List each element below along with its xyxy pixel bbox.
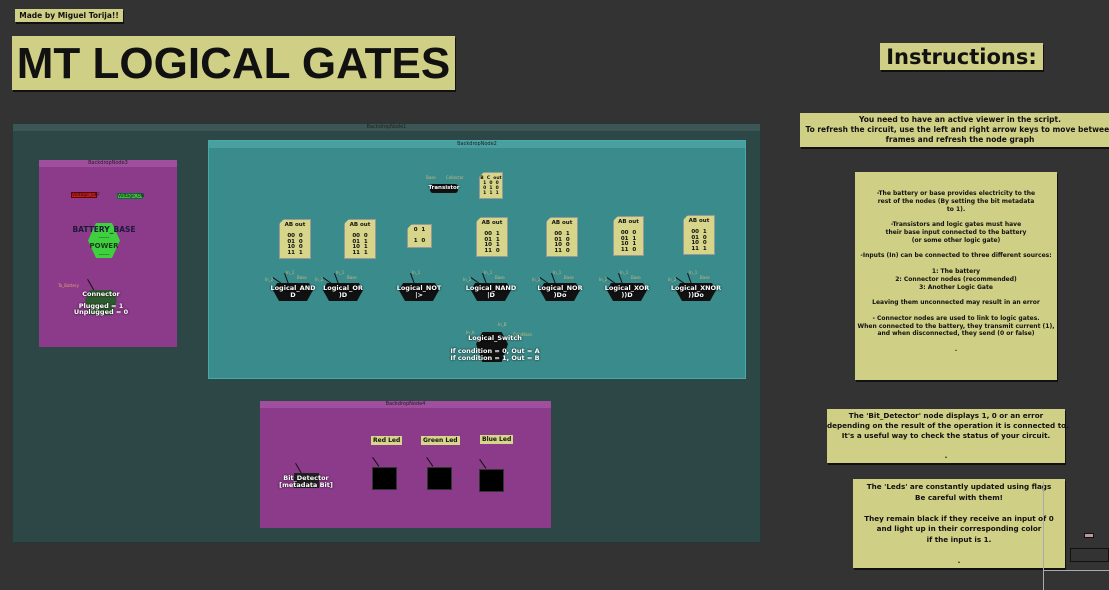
note-viewer[interactable]: You need to have an active viewer in the…: [800, 113, 1109, 147]
and-truth-table[interactable]: AB out 00 0 01 0 10 0 11 1: [279, 219, 311, 259]
bit-detector-sublabel: [metadata Bit]: [279, 481, 333, 489]
note-bit-detector[interactable]: The 'Bit_Detector' node displays 1, 0 or…: [827, 409, 1069, 463]
battery-dashes: -----: [98, 234, 110, 241]
backdrop-outputs-label: BackdropNode4: [260, 401, 551, 408]
xnor-truth-table[interactable]: AB out 00 1 01 0 10 0 11 1: [683, 215, 715, 255]
battery-dashes-2: -----: [98, 251, 110, 258]
or-truth-table[interactable]: AB out 00 0 01 1 10 1 11 1: [344, 219, 376, 259]
nor-gate-label: Logical_NOR: [537, 284, 583, 292]
credit-label: Made by Miguel Torija!!: [15, 9, 123, 22]
switch-pin-b: In_B: [498, 322, 507, 327]
to-battery-pin: To_Battery: [58, 283, 80, 288]
xor-pin-in1: In_1: [620, 270, 629, 275]
switch-line-2: If condition = 1, Out = B: [450, 354, 540, 362]
switch-pin-a: In_A: [466, 330, 475, 335]
bit-detector-label: Bit_Detector: [283, 474, 329, 482]
transistor-label: Transistor: [428, 185, 460, 191]
nor-pin-in2: In_2: [532, 277, 541, 282]
nor-pin-base: Base: [564, 275, 574, 280]
minimap[interactable]: [1070, 548, 1109, 562]
not-gate-node[interactable]: [399, 283, 439, 301]
xnor-pin-base: Base: [700, 275, 710, 280]
voltage-on-node[interactable]: Voltage_ON: [117, 193, 145, 199]
transistor-pin-collector: Collector: [446, 175, 464, 180]
battery-base-label: BATTERY_BASE: [72, 225, 136, 234]
nor-gate-node[interactable]: [540, 283, 580, 301]
xnor-pin-in1: In_1: [689, 270, 698, 275]
note-leds[interactable]: The 'Leds' are constantly updated using …: [853, 479, 1065, 568]
red-led-label: Red Led: [371, 436, 403, 445]
nand-pin-in1: In_1: [484, 270, 493, 275]
nand-gate-node[interactable]: [471, 283, 511, 301]
or-pin-in1: In_1: [336, 270, 345, 275]
blue-led-label: Blue Led: [480, 435, 514, 444]
xor-gate-symbol: ))D: [621, 291, 633, 299]
transistor-pin-base: Base: [426, 175, 436, 180]
not-truth-table[interactable]: 0 1 1 0: [407, 224, 432, 248]
nand-pin-in2: In_2: [463, 277, 472, 282]
nor-pin-in1: In_1: [553, 270, 562, 275]
minimap-divider-h: [1043, 570, 1109, 571]
not-gate-label: Logical_NOT: [396, 284, 442, 292]
minimap-divider-v: [1043, 482, 1044, 590]
backdrop-outer-label: BackdropNode1: [13, 124, 760, 131]
backdrop-gates-label: BackdropNode2: [209, 141, 745, 148]
not-gate-symbol: |>: [415, 291, 423, 299]
or-pin-in2: In_2: [315, 277, 324, 282]
xor-gate-node[interactable]: [607, 283, 647, 301]
and-gate-label: Logical_AND: [270, 284, 316, 292]
nor-truth-table[interactable]: AB out 00 1 01 0 10 0 11 0: [546, 217, 578, 257]
xor-pin-base: Base: [631, 275, 641, 280]
connector-node[interactable]: [85, 290, 117, 315]
blue-led-node[interactable]: [479, 469, 504, 492]
not-pin-in1: In_1: [412, 270, 421, 275]
xor-pin-in2: In_2: [599, 277, 608, 282]
backdrop-gates[interactable]: BackdropNode2: [208, 140, 746, 379]
minimap-node: [1084, 533, 1094, 538]
switch-pin-condition: Condition: [513, 332, 533, 337]
nand-truth-table[interactable]: AB out 00 1 01 1 10 1 11 0: [476, 217, 508, 257]
xor-gate-label: Logical_XOR: [604, 284, 650, 292]
switch-label: Logical_Switch: [468, 334, 522, 342]
nor-gate-symbol: )Do: [553, 291, 567, 299]
transistor-truth-table[interactable]: B C out 1 0 0 0 1 0 1 1 1: [479, 172, 503, 199]
nand-pin-base: Base: [495, 275, 505, 280]
voltage-off-node[interactable]: Voltage_OFF: [71, 192, 100, 198]
battery-base-node[interactable]: [88, 223, 120, 258]
xnor-gate-node[interactable]: [676, 283, 716, 301]
plugged-label: Plugged = 1: [78, 302, 124, 310]
battery-power-label: POWER: [89, 242, 119, 250]
nand-gate-symbol: |D: [487, 291, 495, 299]
and-pin-base: Base: [297, 275, 307, 280]
backdrop-outputs[interactable]: BackdropNode4: [260, 401, 551, 528]
or-gate-node[interactable]: [323, 283, 363, 301]
xnor-gate-symbol: ))Do: [688, 291, 704, 299]
nand-gate-label: Logical_NAND: [465, 284, 517, 292]
and-gate-node[interactable]: [273, 283, 313, 301]
instructions-title: Instructions:: [880, 43, 1043, 70]
green-led-label: Green Led: [421, 436, 460, 445]
or-gate-label: Logical_OR: [323, 284, 363, 292]
page-title: MT LOGICAL GATES: [12, 36, 455, 90]
xnor-pin-in2: In_2: [668, 277, 677, 282]
switch-line-1: If condition = 0, Out = A: [450, 347, 540, 355]
and-pin-in1: In_1: [286, 270, 295, 275]
or-pin-base: Base: [347, 275, 357, 280]
and-gate-symbol: D: [290, 291, 296, 299]
or-gate-symbol: )D: [338, 291, 348, 299]
logical-switch-node[interactable]: [476, 332, 508, 362]
connector-label: Connector: [82, 290, 120, 298]
bit-detector-node[interactable]: [294, 473, 319, 488]
backdrop-battery-label: BackdropNode3: [39, 160, 177, 167]
xnor-gate-label: Logical_XNOR: [670, 284, 722, 292]
green-led-node[interactable]: [427, 467, 452, 490]
note-battery-gates[interactable]: -The battery or base provides electricit…: [855, 172, 1057, 380]
red-led-node[interactable]: [372, 467, 397, 490]
unplugged-label: Unplugged = 0: [73, 308, 129, 316]
xor-truth-table[interactable]: AB out 00 0 01 1 10 1 11 0: [613, 216, 644, 256]
and-pin-in2: In_2: [265, 277, 274, 282]
transistor-node[interactable]: [430, 184, 458, 193]
